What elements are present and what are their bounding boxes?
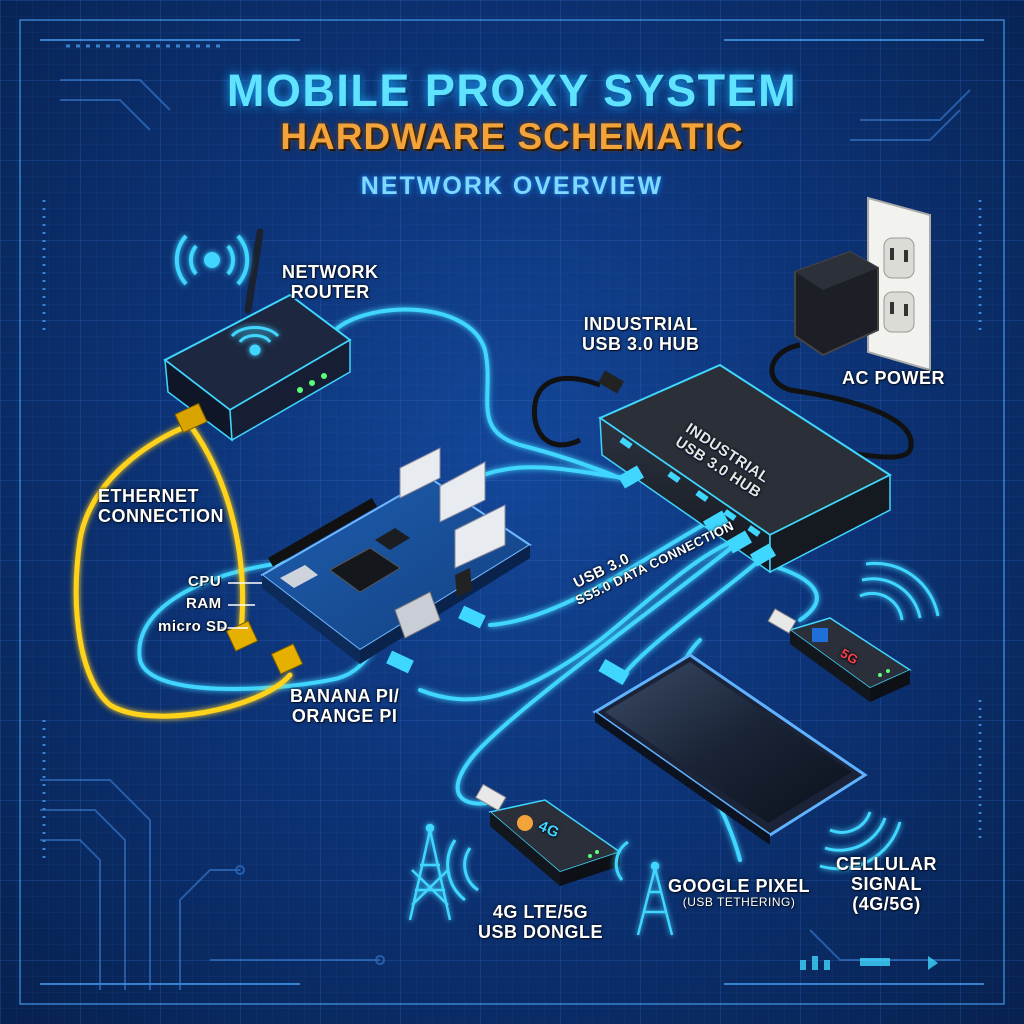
ram-label: RAM bbox=[186, 595, 222, 612]
ethernet-label-line1: ETHERNET bbox=[98, 486, 200, 506]
ac-power-label: AC POWER bbox=[842, 368, 945, 388]
cellular-label: CELLULAR SIGNAL (4G/5G) bbox=[836, 854, 937, 914]
wall-outlet bbox=[867, 196, 931, 372]
border-frame bbox=[19, 19, 1005, 1005]
board-label: BANANA PI/ ORANGE PI bbox=[290, 686, 399, 726]
circuit-traces bbox=[40, 79, 971, 990]
section-heading: NETWORK OVERVIEW bbox=[360, 172, 664, 200]
dongle-label-line1: 4G LTE/5G bbox=[492, 902, 589, 922]
cpu-label: CPU bbox=[188, 573, 222, 590]
4g-usb-dongle bbox=[475, 783, 622, 886]
phone-label-line1: GOOGLE PIXEL bbox=[668, 876, 811, 896]
router-label: NETWORK ROUTER bbox=[282, 262, 379, 302]
industrial-usb-hub bbox=[531, 363, 893, 574]
cellular-label-line3: (4G/5G) bbox=[852, 894, 921, 915]
hub-to-5g-dongle-cable bbox=[768, 563, 819, 622]
phone-label-line2: (USB TETHERING) bbox=[682, 895, 796, 910]
cellular-label-line1: CELLULAR bbox=[836, 854, 937, 874]
network-router bbox=[163, 228, 352, 442]
wifi-signal-icon bbox=[174, 234, 250, 286]
5g-usb-dongle bbox=[767, 608, 912, 702]
router-wifi-icon bbox=[230, 325, 280, 356]
phone-label: GOOGLE PIXEL (USB TETHERING) bbox=[668, 876, 810, 910]
page-subtitle: HARDWARE SCHEMATIC bbox=[280, 116, 744, 157]
ac-adapter bbox=[769, 250, 914, 460]
router-label-line2: ROUTER bbox=[290, 282, 370, 303]
board-to-dongle-cable bbox=[418, 538, 737, 702]
leader-lines bbox=[220, 582, 262, 629]
ethernet-label-line2: CONNECTION bbox=[98, 506, 224, 527]
dongle-label: 4G LTE/5G USB DONGLE bbox=[478, 902, 603, 942]
status-icons bbox=[800, 956, 938, 970]
board-to-hub-cable bbox=[137, 465, 627, 691]
cell-tower-right bbox=[636, 861, 674, 936]
router-label-line1: NETWORK bbox=[282, 262, 379, 282]
cellular-label-line2: SIGNAL bbox=[850, 874, 922, 895]
board-label-line2: ORANGE PI bbox=[291, 706, 398, 727]
hub-to-4g-dongle-cable bbox=[455, 543, 737, 806]
micro-sd-label: micro SD bbox=[158, 618, 228, 635]
router-to-hub-cable bbox=[333, 307, 622, 480]
page-title: MOBILE PROXY SYSTEM bbox=[226, 65, 798, 116]
board-usb-cable bbox=[488, 518, 714, 627]
ethernet-label: ETHERNET CONNECTION bbox=[98, 486, 224, 526]
signal-waves bbox=[446, 561, 940, 902]
board-label-line1: BANANA PI/ bbox=[290, 686, 400, 706]
hub-to-phone-cable bbox=[618, 558, 762, 682]
usb-hub-label-line1: INDUSTRIAL bbox=[583, 314, 698, 334]
google-pixel-phone bbox=[592, 653, 868, 845]
usb-hub-label: INDUSTRIAL USB 3.0 HUB bbox=[582, 314, 700, 354]
usb-hub-label-line2: USB 3.0 HUB bbox=[582, 334, 700, 355]
ethernet-cable bbox=[73, 422, 293, 719]
cell-tower-left bbox=[408, 823, 452, 921]
dongle-label-line2: USB DONGLE bbox=[478, 922, 604, 943]
sbc-board bbox=[225, 447, 777, 675]
